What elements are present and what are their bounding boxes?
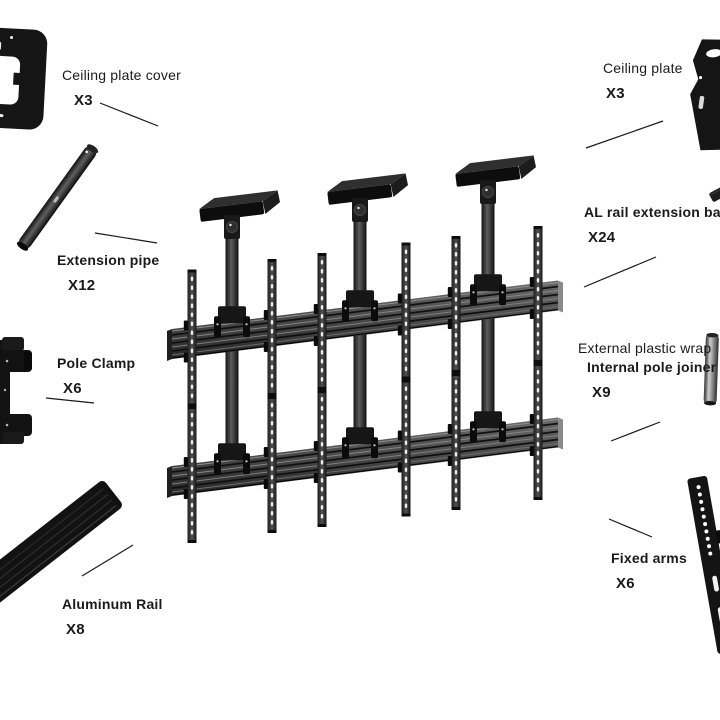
aluminum-rail-part xyxy=(0,481,122,618)
ceiling-plate-cover-part xyxy=(0,27,48,130)
leader-line-pole-clamp xyxy=(45,397,95,404)
fixed-arm-part xyxy=(687,476,720,654)
part-qty: X6 xyxy=(616,575,635,592)
part-qty: X24 xyxy=(588,229,616,246)
pole-ceiling-plate xyxy=(197,189,282,240)
part-name: AL rail extension bars xyxy=(584,204,720,220)
leader-line-ceiling-plate-cover xyxy=(99,102,159,127)
leader-line-pole-joiner xyxy=(610,421,661,442)
label-ceiling-plate-cover: Ceiling plate cover X3 xyxy=(62,66,181,110)
pole-ceiling-plate xyxy=(325,172,410,223)
part-name: Ceiling plate cover xyxy=(62,67,181,83)
label-extension-pipe: Extension pipe X12 xyxy=(57,251,159,295)
part-qty: X6 xyxy=(63,380,82,397)
part-qty: X12 xyxy=(68,277,96,294)
label-pole-clamp: Pole Clamp X6 xyxy=(57,354,135,398)
label-ceiling-plate: Ceiling plate X3 xyxy=(603,59,683,103)
label-pole-joiner: External plastic wrap Internal pole join… xyxy=(578,339,716,402)
part-name: Fixed arms xyxy=(611,550,687,566)
part-name: Pole Clamp xyxy=(57,355,136,371)
part-name: External plastic wrap xyxy=(578,340,712,356)
ceiling-plate-part xyxy=(690,39,720,151)
pole-clamp-part xyxy=(0,337,32,444)
leader-line-extension-pipe xyxy=(94,232,158,244)
part-qty: X3 xyxy=(74,92,93,109)
part-qty: X3 xyxy=(606,85,625,102)
pole-joiner-part xyxy=(703,333,719,406)
extension-pipe-part xyxy=(17,144,99,251)
part-name: Aluminum Rail xyxy=(62,596,163,612)
al-rail-extension-bar-part xyxy=(709,182,720,202)
part-name: Ceiling plate xyxy=(603,60,683,76)
leader-line-al-rail-extension-bars xyxy=(583,256,657,288)
part-qty: X9 xyxy=(592,384,611,401)
leader-line-ceiling-plate xyxy=(585,120,664,149)
leader-line-aluminum-rail xyxy=(81,544,134,577)
part-name: Internal pole joiner xyxy=(587,359,717,375)
label-fixed-arms: Fixed arms X6 xyxy=(611,549,687,593)
label-aluminum-rail: Aluminum Rail X8 xyxy=(62,595,163,639)
part-name: Extension pipe xyxy=(57,252,160,268)
assembly-illustration xyxy=(167,154,563,543)
label-al-rail-extension-bars: AL rail extension bars X24 xyxy=(584,203,720,247)
pole-ceiling-plate xyxy=(453,154,538,205)
leader-line-fixed-arms xyxy=(608,518,653,538)
part-qty: X8 xyxy=(66,621,85,638)
leader-lines xyxy=(45,102,664,577)
